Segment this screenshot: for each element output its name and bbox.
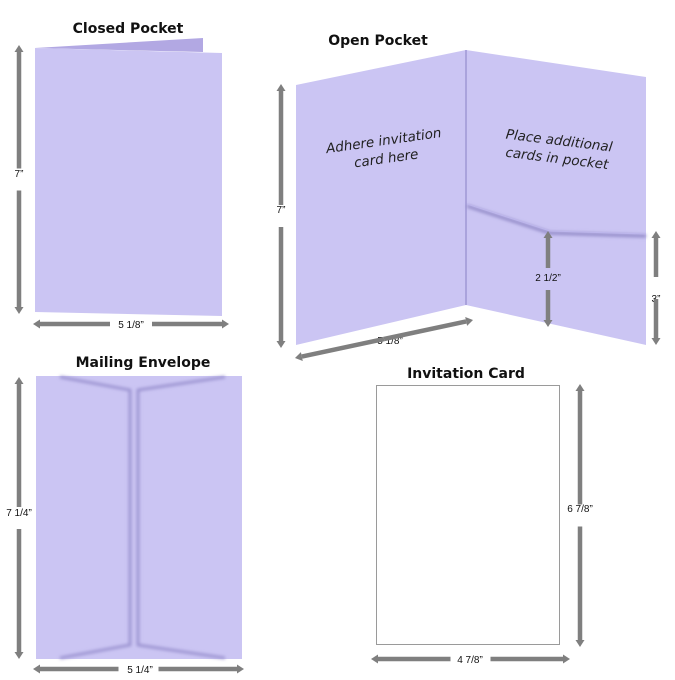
- pocket-edge-shadow: [466, 204, 647, 238]
- arrow-shaft: [301, 336, 385, 359]
- arrowhead: [276, 341, 286, 348]
- mailing-envelope-title: Mailing Envelope: [76, 355, 211, 371]
- arrowhead: [14, 307, 24, 314]
- closed-pocket-width-arrow: [33, 319, 229, 329]
- arrowhead: [543, 320, 553, 327]
- pocket-center-height-label: 2 1/2”: [535, 273, 561, 284]
- open-pocket-height-label: 7”: [277, 205, 286, 216]
- closed-pocket-back-flap: [35, 38, 203, 52]
- arrowhead: [295, 352, 303, 361]
- open-pocket-height-arrow: [276, 84, 286, 348]
- envelope-height-label: 7 1/4”: [6, 508, 32, 519]
- arrowhead: [237, 664, 244, 674]
- arrowhead: [465, 317, 473, 326]
- invitation-card: Invitation Card 6 7/8” 4 7/8”: [376, 366, 593, 666]
- arrowhead: [651, 338, 661, 345]
- closed-pocket-front: [35, 48, 222, 316]
- arrowhead: [575, 640, 585, 647]
- closed-pocket-width-label: 5 1/8”: [118, 320, 144, 331]
- arrowhead: [33, 664, 40, 674]
- arrowhead: [14, 45, 24, 52]
- mailing-envelope: Mailing Envelope 7 1/4” 5 1/4”: [6, 355, 242, 676]
- closed-pocket-height-label: 7”: [15, 169, 24, 180]
- arrowhead: [575, 384, 585, 391]
- invitation-card-title: Invitation Card: [407, 366, 525, 382]
- arrowhead: [276, 84, 286, 91]
- pocket-edge-height-arrow: [651, 231, 661, 345]
- card-width-label: 4 7/8”: [457, 655, 483, 666]
- open-pocket-width-arrow: [295, 317, 473, 361]
- envelope-width-arrow: [33, 664, 244, 674]
- arrowhead: [543, 231, 553, 238]
- arrowhead: [14, 652, 24, 659]
- card-width-arrow: [371, 654, 570, 664]
- arrowhead: [33, 319, 40, 329]
- envelope-flap-shadows: [59, 375, 226, 660]
- arrowhead: [14, 377, 24, 384]
- arrow-shaft: [383, 319, 467, 342]
- pocket-edge: [466, 203, 647, 235]
- pocket-center-height-arrow: [543, 231, 553, 327]
- card-height-arrow: [575, 384, 585, 647]
- arrowhead: [371, 654, 378, 664]
- arrowhead: [563, 654, 570, 664]
- envelope-width-label: 5 1/4”: [127, 665, 153, 676]
- open-pocket: Open Pocket Adhere invitation card here …: [277, 33, 661, 347]
- arrowhead: [222, 319, 229, 329]
- open-pocket-title: Open Pocket: [328, 33, 428, 49]
- card-height-label: 6 7/8”: [567, 504, 593, 515]
- envelope-height-arrow: [14, 377, 24, 659]
- dimension-arrows: [14, 45, 661, 674]
- open-pocket-right-panel: [466, 50, 646, 345]
- closed-pocket: Closed Pocket 7” 5 1/8”: [15, 21, 222, 331]
- closed-pocket-title: Closed Pocket: [73, 21, 184, 37]
- invitation-card-outline: [376, 385, 560, 645]
- arrowhead: [651, 231, 661, 238]
- open-pocket-left-panel: [296, 50, 466, 345]
- open-pocket-width-label: 5 1/8”: [377, 336, 403, 347]
- closed-pocket-height-arrow: [14, 45, 24, 314]
